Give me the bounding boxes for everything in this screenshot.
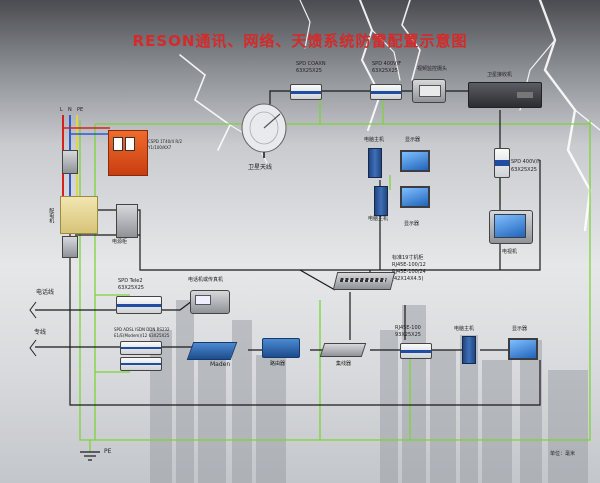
modem-label: Maden: [210, 361, 231, 368]
video-camera-device: [412, 79, 446, 103]
spd-adsl-label: SPD ADSL ISDN DDN RS232: [114, 327, 170, 332]
green-ground-wires: [79, 95, 591, 452]
lightning-bolt-icon: [574, 109, 600, 131]
breaker-label: CSPD 1T40/4 R/2: [148, 139, 183, 144]
power-cabinet-label: 电源柜: [112, 239, 128, 245]
tv-label: 电视机: [502, 249, 518, 255]
lightning-bolt-icon: [359, 0, 382, 131]
rj45-label: RJ45E-100: [395, 325, 421, 331]
fax-machine-device: [190, 290, 230, 314]
pc-host-1-label: 电脑主机: [364, 137, 385, 143]
satellite-dish-icon: [241, 103, 287, 158]
lightning-bolt-icon: [401, 0, 421, 81]
display-3-device: [508, 338, 538, 360]
cabinet-label: 配电机: [48, 208, 55, 223]
spd-tele-device: [116, 296, 162, 314]
spd-tele-size: 63X25X25: [118, 285, 144, 291]
distribution-cabinet-device: [60, 196, 98, 234]
rack-spec-2: RJ45E-100/24: [392, 269, 426, 275]
terminal-l: L: [60, 107, 63, 113]
spd-tele-label: SPD Tele2: [118, 278, 143, 284]
satellite-receiver-device: [468, 82, 542, 108]
satellite-antenna-label: 卫星天线: [248, 164, 273, 171]
spd-400v-top-device: [370, 84, 402, 100]
breaker-spd-device: [108, 130, 148, 176]
rack-spec-3: (42X14X4.5): [392, 276, 424, 282]
lightning-bolt-icon: [299, 0, 311, 49]
dedicated-line-label: 专线: [34, 329, 47, 336]
spd-adsl-device-1: [120, 341, 162, 355]
spd-adsl-device-2: [120, 357, 162, 371]
spd-coaxn-label: SPD COAXN: [296, 61, 326, 67]
display-3-label: 显示器: [512, 326, 528, 332]
din-breaker-2: [62, 236, 78, 258]
hub-device: [319, 343, 367, 357]
pe-label: PE: [104, 448, 112, 455]
terminal-pe: PE: [77, 107, 84, 113]
display-2-device: [400, 186, 430, 208]
router-label: 路由器: [270, 361, 286, 367]
spd-coaxn-size: 63X25X25: [296, 68, 322, 74]
satellite-receiver-label: 卫星接收机: [487, 72, 513, 78]
camera-label: 视频监控摄头: [417, 66, 448, 72]
unit-label: 单位：毫米: [550, 451, 576, 457]
city-skyline: [150, 300, 588, 483]
pc-host-3-device: [462, 336, 476, 364]
spd-400v-top-size: 63X25X25: [372, 68, 398, 74]
rack-panel-device: [332, 272, 396, 290]
display-1-device: [400, 150, 430, 172]
spd-adsl-size: E1/E(Modem)/12 63X25X25: [114, 333, 170, 338]
rj45-size: 93X25X25: [395, 332, 421, 338]
lightning-bolt-icon: [371, 29, 401, 81]
rack-label: 标准19寸机柜: [392, 255, 424, 261]
spd-400v-right-device: [494, 148, 510, 178]
spd-400v-right-label: SPD 400V/F: [511, 159, 541, 165]
pc-host-2-label: 电脑主机: [368, 216, 389, 222]
router-device: [262, 338, 300, 358]
spd-400v-right-size: 63X25X25: [511, 167, 537, 173]
hub-label: 集线器: [336, 361, 352, 367]
rack-spec-1: RJ45E-100/12: [392, 262, 426, 268]
spd-coaxn-device: [290, 84, 322, 100]
lightning-bolt-icon: [179, 54, 232, 151]
spd-400v-top-label: SPD 400V/F: [372, 61, 402, 67]
terminal-n: N: [68, 107, 72, 113]
spd-rj45-device: [400, 343, 432, 359]
pc-host-1-device: [368, 148, 382, 178]
pc-host-2-device: [374, 186, 388, 216]
din-breaker-1: [62, 150, 78, 174]
display-2-label: 显示器: [404, 221, 420, 227]
phone-line-arrow-icon: [29, 301, 37, 319]
modem-device: [186, 342, 238, 360]
diagram-title: RESON通讯、网络、天馈系统防雷配置示意图: [132, 32, 468, 50]
breaker-sub-label: Y1/100/KX7: [148, 145, 172, 150]
ground-symbol-icon: [80, 451, 100, 461]
phone-line-label: 电话线: [36, 289, 55, 296]
pc-host-3-label: 电脑主机: [454, 326, 475, 332]
fax-label: 电话机或传真机: [188, 277, 224, 283]
dedicated-line-arrow-icon: [29, 339, 37, 357]
power-cabinet-device: [116, 204, 138, 238]
tv-device: [489, 210, 533, 244]
display-1-label: 显示器: [405, 137, 421, 143]
